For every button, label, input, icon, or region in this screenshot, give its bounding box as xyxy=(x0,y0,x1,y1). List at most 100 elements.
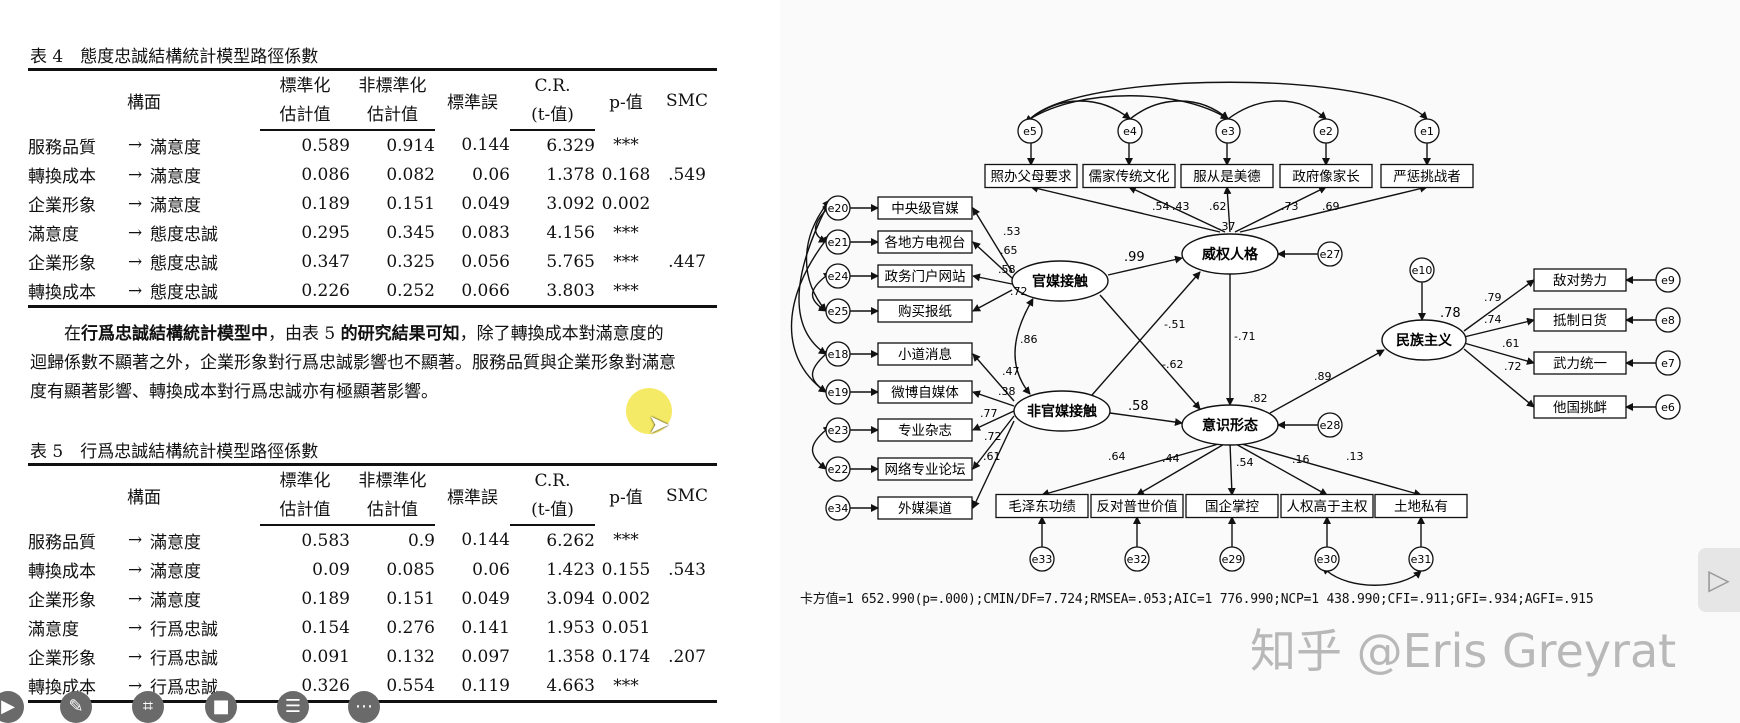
error-unofficial-label: e19 xyxy=(828,386,849,399)
header-unstd-1: 非標準化 xyxy=(350,463,435,495)
screenshot-icon[interactable]: ⌗ xyxy=(132,691,164,723)
cell-to: 滿意度 xyxy=(150,562,201,582)
covariance-arrow xyxy=(798,201,830,355)
cell-p: 0.002 xyxy=(601,588,651,609)
cell-smc: .549 xyxy=(668,164,706,185)
error-bottom-label: e31 xyxy=(1411,553,1432,566)
indicator-unofficial-box xyxy=(877,342,973,366)
indicator-top-box xyxy=(1279,163,1373,189)
latent-official-media-label: 官媒接触 xyxy=(1032,273,1088,290)
path-coef: .99 xyxy=(1124,250,1145,265)
loading-arrow xyxy=(1136,442,1227,496)
cell-se: 0.049 xyxy=(461,193,510,214)
cell-se: 0.06 xyxy=(472,164,510,185)
error-nat-label: e6 xyxy=(1661,401,1675,414)
cell-from: 服務品質 xyxy=(28,137,96,158)
header-unstd-2: 估計值 xyxy=(350,100,435,131)
cell-from: 轉換成本 xyxy=(28,167,96,187)
indicator-unofficial-box xyxy=(877,496,973,520)
loading-coef: .69 xyxy=(1322,200,1340,213)
r2-label: .82 xyxy=(1250,392,1268,405)
header-cr-2: (t-值) xyxy=(510,495,595,526)
structural-arrow xyxy=(1099,294,1201,410)
structural-arrow xyxy=(1107,255,1183,276)
loading-arrow xyxy=(972,207,1013,273)
cell-p: *** xyxy=(595,671,657,703)
more-icon[interactable]: ⋯ xyxy=(348,691,380,723)
indicator-nat-box xyxy=(1533,395,1627,419)
body-paragraph: 在行爲忠誠結構統計模型中，由表 5 的研究結果可知，除了轉換成本對滿意度的迴歸係… xyxy=(30,320,680,407)
error-top-label: e5 xyxy=(1023,125,1037,138)
play-icon[interactable]: ▶ xyxy=(0,691,24,723)
error-nat-label: e9 xyxy=(1661,274,1675,287)
cell-unstd: 0.151 xyxy=(386,193,435,214)
cell-se: 0.144 xyxy=(461,135,510,155)
indicator-unofficial-box xyxy=(877,418,973,442)
error-unofficial-circle xyxy=(825,379,851,405)
cell-cr: 6.329 xyxy=(546,135,595,156)
loading-arrow xyxy=(972,241,1013,279)
indicator-unofficial-label: 小道消息 xyxy=(898,346,952,363)
loading-arrow xyxy=(972,390,1015,407)
cell-unstd: 0.276 xyxy=(386,617,435,638)
fit-indices: 卡方值=1 652.990(p=.000);CMIN/DF=7.724;RMSE… xyxy=(800,592,1594,607)
cell-unstd: 0.252 xyxy=(350,276,435,308)
r2-label: .37 xyxy=(1218,220,1236,233)
cell-cr: 1.358 xyxy=(546,646,595,667)
loading-arrow xyxy=(1223,186,1232,233)
loading-coef: .77 xyxy=(980,407,998,420)
indicator-nat-label: 他国挑衅 xyxy=(1553,400,1607,416)
covariance-arrow xyxy=(1124,100,1229,124)
loading-coef: .72 xyxy=(1504,360,1522,373)
header-unstd-1: 非標準化 xyxy=(350,68,435,100)
cell-smc xyxy=(657,276,717,308)
error-official-circle xyxy=(825,195,851,221)
indicator-official-label: 购买报纸 xyxy=(898,304,952,320)
caption-icon[interactable]: ☰ xyxy=(277,691,309,723)
disturbance-authority-label: e27 xyxy=(1320,248,1341,261)
para-bold: 行爲忠誠結構統計模型中 xyxy=(81,324,268,344)
cell-arrow: → xyxy=(128,530,143,550)
indicator-top-label: 政府像家长 xyxy=(1292,168,1360,185)
cell-se: 0.06 xyxy=(472,559,510,580)
loading-arrow xyxy=(1463,342,1535,365)
camera-icon[interactable]: ■ xyxy=(205,691,237,723)
covariance-arrow xyxy=(1321,566,1422,586)
cell-p: 0.002 xyxy=(601,193,651,214)
table5-caption: 表 5 行爲忠誠結構統計模型路徑係數 xyxy=(30,442,319,462)
error-unofficial-circle xyxy=(825,495,851,521)
para-text: ，除了轉換成本對滿意度的迴歸係數不顯著之外，企業形象對行爲忠誠影響也不顯著。服務… xyxy=(30,324,676,402)
indicator-bottom-label: 国企掌控 xyxy=(1205,498,1259,515)
cell-se: 0.097 xyxy=(461,646,510,667)
loading-coef: .54 xyxy=(1236,456,1254,469)
table4: 構面 標準化 非標準化 標準誤 C.R. p-值 SMC 估計值 估計值 (t-… xyxy=(28,68,717,308)
indicator-nat-label: 抵制日货 xyxy=(1553,312,1607,329)
latent-ideology-label: 意识形态 xyxy=(1202,417,1258,434)
loading-arrow xyxy=(972,420,1015,509)
cell-p: 0.155 xyxy=(601,559,651,580)
error-bottom-label: e32 xyxy=(1127,553,1148,566)
indicator-bottom-box xyxy=(1090,493,1184,519)
cell-from: 企業形象 xyxy=(28,649,96,669)
cell-p: 0.051 xyxy=(601,617,651,638)
indicator-official-box xyxy=(877,196,973,220)
error-unofficial-label: e22 xyxy=(828,463,849,476)
cell-arrow: → xyxy=(128,276,150,308)
table4-caption: 表 4 態度忠誠結構統計模型路徑係數 xyxy=(30,47,319,67)
loading-arrow xyxy=(972,289,1013,312)
indicator-nat-box xyxy=(1533,351,1627,375)
cell-se: 0.144 xyxy=(461,530,510,550)
cell-unstd: 0.325 xyxy=(386,251,435,272)
play-button-icon[interactable]: ▷ xyxy=(1698,548,1740,612)
indicator-top-label: 严惩挑战者 xyxy=(1393,169,1461,185)
error-official-label: e20 xyxy=(828,202,849,215)
covariance-arrow xyxy=(1024,100,1131,124)
loading-arrow xyxy=(1227,442,1236,496)
indicator-unofficial-label: 网络专业论坛 xyxy=(885,462,966,478)
loading-coef: .74 xyxy=(1484,313,1502,326)
cell-to: 滿意度 xyxy=(150,196,201,216)
indicator-top-label: 照办父母要求 xyxy=(991,169,1072,185)
indicator-unofficial-label: 专业杂志 xyxy=(898,423,952,439)
pen-icon[interactable]: ✎ xyxy=(60,691,92,723)
